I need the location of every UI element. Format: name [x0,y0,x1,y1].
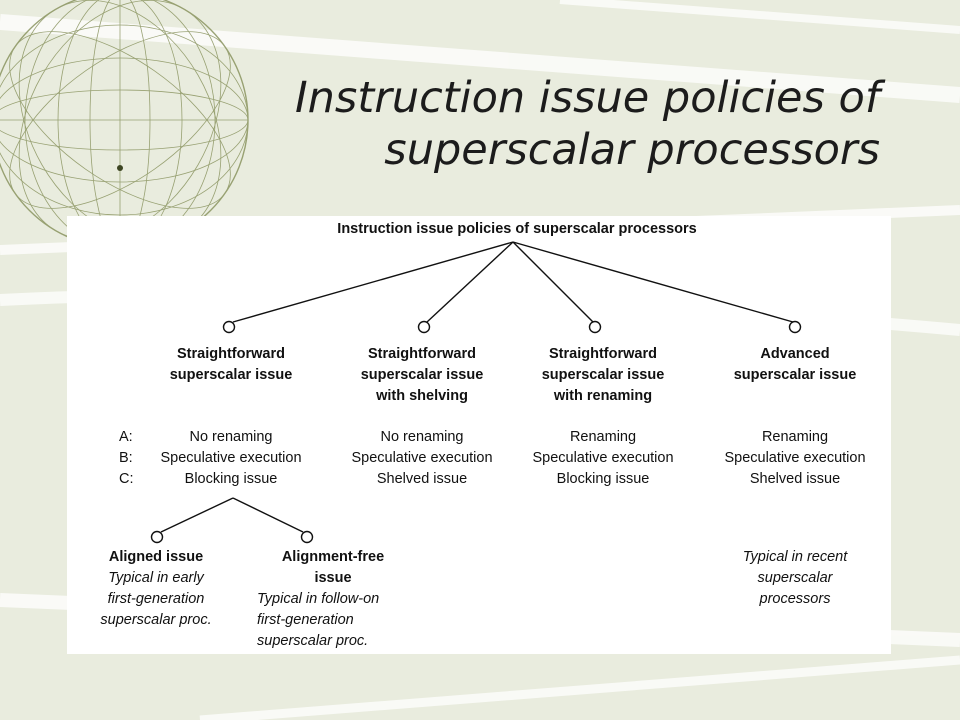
branch-4-note: Typical in recent superscalar processors [742,549,848,607]
row-label-b: B: [119,450,133,466]
root-edge-1 [232,241,514,323]
sub-edge-1 [160,497,234,533]
issue-policy-diagram: Instruction issue policies of superscala… [67,216,891,654]
sub-edge-2 [232,497,304,533]
branch-3-attr-c: Blocking issue [556,471,650,487]
branch-node-3 [588,320,602,334]
branch-2-attr-c: Shelved issue [376,471,468,487]
sub-branch-aligned-title: Aligned issue [108,549,204,565]
globe-decoration-icon [0,0,249,249]
sub-branch-aligned-note: Typical in early first-generation supers… [100,570,212,628]
branch-3-attr-a: Renaming [569,429,637,445]
branch-node-4 [788,320,802,334]
branch-3-attr-b: Speculative execution [532,450,674,466]
diagram-root-label: Instruction issue policies of superscala… [337,221,697,237]
root-edge-4 [512,241,794,323]
branch-1-title: Straightforward superscalar issue [169,346,293,383]
slide-title-line-1: Instruction issue policies of [295,73,880,123]
branch-node-2 [417,320,431,334]
root-edge-2 [426,241,514,323]
branch-1-attr-b: Speculative execution [160,450,302,466]
branch-2-title: Straightforward superscalar issue with s… [360,346,484,404]
root-edge-3 [512,241,594,323]
sub-node-alignment-free [300,530,314,544]
branch-node-1 [222,320,236,334]
branch-1-attr-a: No renaming [189,429,273,445]
slide-title: Instruction issue policies of superscala… [240,72,880,176]
branch-4-attr-b: Speculative execution [724,450,866,466]
slide-title-line-2: superscalar processors [384,125,880,175]
row-label-a: A: [119,429,133,445]
branch-4-attr-c: Shelved issue [749,471,841,487]
branch-4-title: Advanced superscalar issue [733,346,857,383]
branch-4-attr-a: Renaming [761,429,829,445]
branch-2-attr-a: No renaming [380,429,464,445]
branch-1-attr-c: Blocking issue [184,471,278,487]
diagram-connectors [150,241,802,544]
branch-2-attr-b: Speculative execution [351,450,493,466]
sub-branch-alignment-free-note: Typical in follow-on first-generation su… [257,591,380,649]
branch-3-title: Straightforward superscalar issue with r… [541,346,665,404]
sub-branch-alignment-free-title: Alignment-free issue [281,549,385,586]
sub-node-aligned [150,530,164,544]
row-label-c: C: [119,471,134,487]
